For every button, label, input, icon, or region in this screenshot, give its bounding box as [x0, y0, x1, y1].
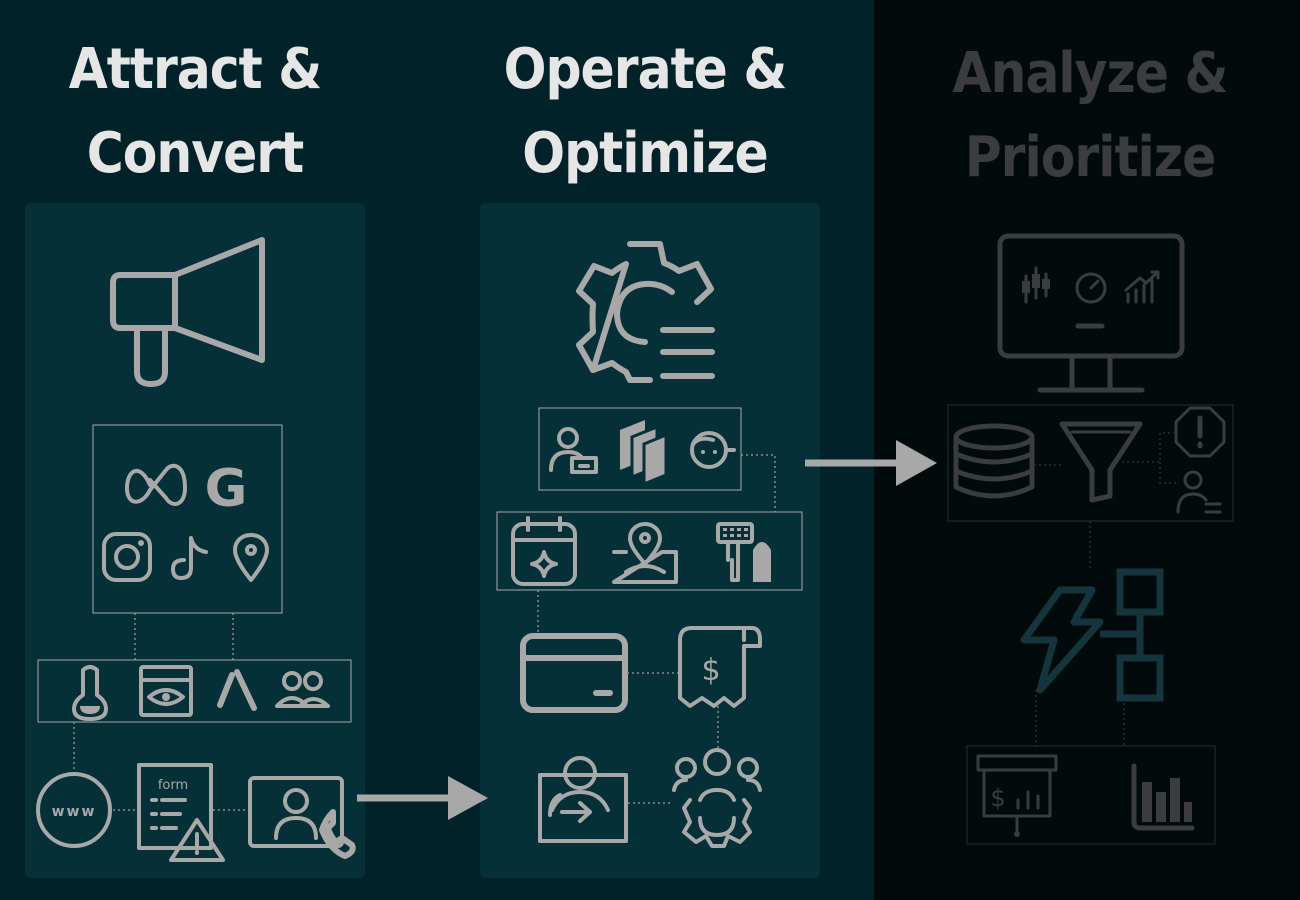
instagram-icon: [102, 532, 152, 582]
form-label: form: [158, 778, 188, 793]
connector: [741, 454, 776, 512]
tiktok-icon: [171, 536, 208, 580]
google-ads-icon: [217, 669, 257, 711]
currency-symbol: $: [701, 653, 720, 688]
connector: [1035, 690, 1125, 746]
location-pin-icon: [233, 533, 269, 582]
social-platforms-box: [92, 424, 283, 614]
connector: [1122, 432, 1178, 484]
thermometer-icon: [72, 665, 108, 721]
database-icon: [953, 423, 1035, 499]
support-agent-icon: [690, 431, 736, 469]
user-login-icon: [538, 756, 628, 843]
automation-workflow-icon: [1020, 568, 1164, 702]
google-icon: G: [205, 459, 248, 519]
monitor-dashboard-icon: [997, 233, 1185, 393]
field-operations-box: [496, 511, 803, 591]
website-icon: www: [36, 772, 112, 848]
tools-supplies-icon: [716, 522, 771, 582]
credit-card-icon: [520, 633, 628, 713]
presentation-board-icon: $: [976, 754, 1058, 837]
stacked-layers-icon: [620, 420, 668, 487]
website-label: www: [52, 804, 97, 820]
form-warning-icon: form: [137, 763, 225, 862]
webpage-view-icon: [139, 665, 193, 717]
calendar-star-icon: [511, 516, 577, 586]
alert-octagon-icon: [1174, 406, 1226, 458]
operate-optimize-title: Operate & Optimize: [503, 37, 788, 186]
channels-box: [37, 659, 352, 723]
attract-convert-title: Attract & Convert: [68, 37, 322, 186]
map-location-icon: [612, 522, 678, 584]
flow-arrow-2: [805, 440, 937, 486]
user-profile-icon: [1176, 470, 1222, 514]
user-tasks-icon: [549, 427, 598, 474]
bar-chart-icon: [1131, 763, 1195, 831]
chart-symbol: $: [990, 784, 1005, 812]
right-background: [874, 0, 1300, 900]
support-tools-box: [538, 407, 742, 491]
invoice-icon: $: [678, 626, 762, 708]
analyze-prioritize-title: Analyze & Prioritize: [952, 41, 1229, 190]
filter-funnel-icon: [1059, 421, 1143, 503]
reporting-box: [966, 745, 1216, 845]
audience-icon: [275, 671, 330, 708]
gear-settings-icon: [576, 241, 715, 383]
team-settings-icon: [672, 748, 762, 848]
flow-arrow-1: [357, 776, 488, 820]
megaphone-icon: [110, 237, 265, 387]
meta-icon: [125, 463, 187, 506]
video-call-icon: [248, 776, 356, 859]
